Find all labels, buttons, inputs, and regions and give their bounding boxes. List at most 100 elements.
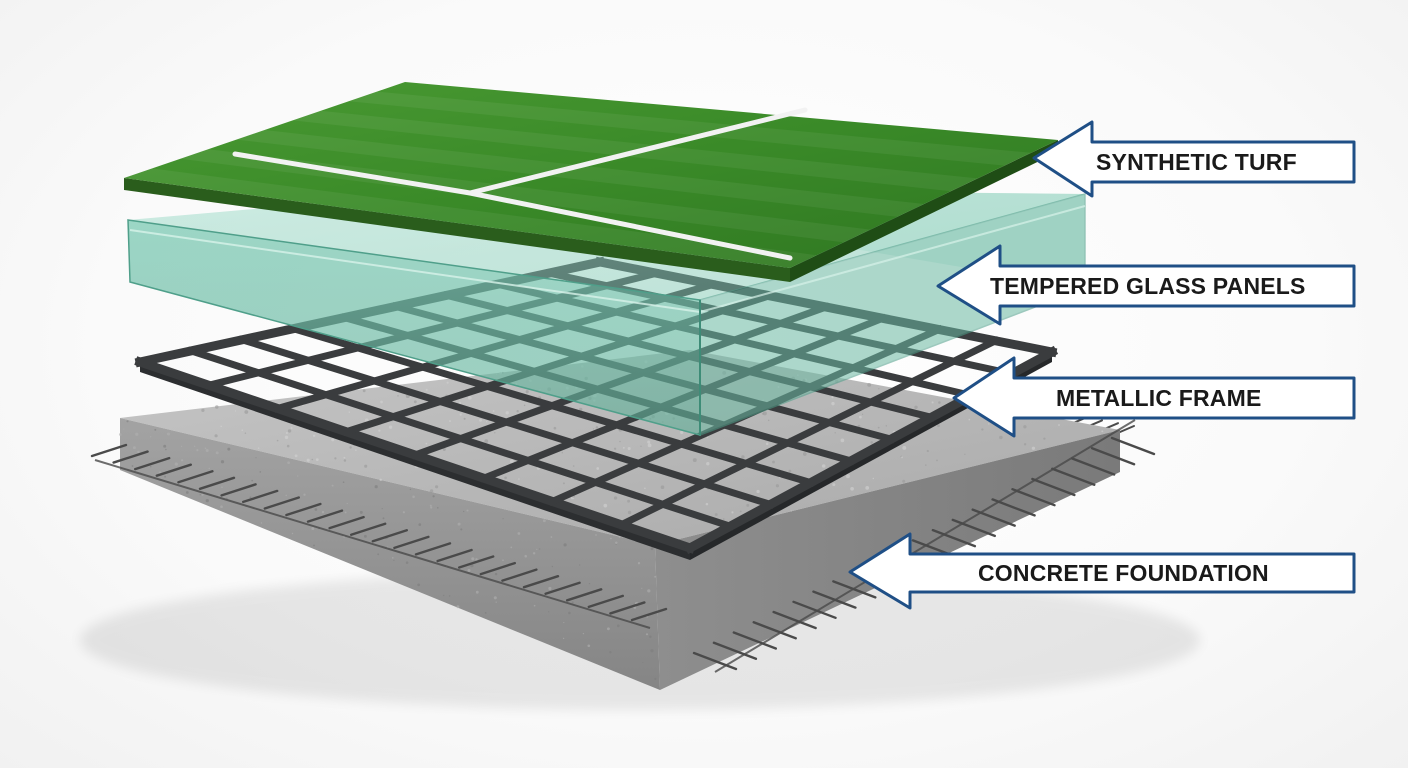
callout-metallic-frame: METALLIC FRAME (952, 356, 1356, 438)
concrete-speckle (150, 436, 152, 438)
turf-stripe (124, 168, 817, 268)
concrete-speckle (865, 486, 870, 490)
concrete-speckle (425, 388, 428, 391)
concrete-speckle (380, 400, 383, 404)
concrete-speckle (429, 489, 434, 493)
concrete-speckle (286, 444, 290, 448)
concrete-speckle (409, 488, 412, 491)
rebar-rod (177, 470, 214, 484)
concrete-speckle (618, 536, 621, 538)
concrete-speckle (391, 557, 394, 559)
concrete-speckle (647, 443, 652, 448)
concrete-speckle (457, 522, 461, 526)
concrete-speckle (988, 423, 990, 425)
concrete-speckle (343, 459, 347, 462)
concrete-speckle (402, 511, 405, 514)
concrete-speckle (180, 445, 183, 448)
callout-arrow-synthetic-turf (1032, 120, 1356, 198)
concrete-speckle (840, 438, 845, 443)
concrete-speckle (613, 496, 618, 500)
concrete-speckle (378, 429, 381, 432)
turf-stripe (348, 91, 1032, 166)
concrete-speckle (405, 561, 409, 564)
concrete-speckle (234, 410, 237, 412)
concrete-speckle (154, 428, 157, 431)
concrete-speckle (484, 439, 489, 443)
concrete-speckle (364, 418, 369, 422)
rebar-rod (951, 518, 996, 538)
concrete-speckle (311, 458, 314, 461)
concrete-speckle (397, 395, 399, 397)
concrete-speckle (968, 418, 971, 421)
rebar-rod (609, 601, 646, 615)
concrete-speckle (524, 554, 527, 558)
concrete-speckle (492, 410, 495, 412)
rebar-rod (155, 463, 193, 477)
concrete-speckle (692, 458, 697, 463)
rebar-rod (371, 529, 408, 543)
concrete-speckle (579, 564, 581, 566)
rebar-rod (414, 542, 452, 556)
label-tempered-glass-panels: TEMPERED GLASS PANELS (990, 273, 1306, 299)
concrete-speckle (746, 503, 750, 507)
concrete-speckle (1031, 446, 1036, 450)
concrete-speckle (346, 502, 348, 505)
concrete-speckle (641, 587, 643, 589)
concrete-speckle (494, 572, 498, 576)
concrete-speckle (201, 493, 204, 496)
concrete-speckle (374, 485, 378, 489)
concrete-speckle (413, 400, 417, 404)
concrete-speckle (902, 445, 907, 450)
concrete-speckle (388, 425, 393, 429)
concrete-speckle (290, 427, 293, 429)
concrete-speckle (287, 461, 290, 465)
concrete-speckle (166, 432, 171, 436)
concrete-speckle (442, 447, 446, 451)
rebar-rod (350, 522, 387, 536)
concrete-speckle (363, 534, 367, 538)
rebar-rod (1119, 425, 1135, 433)
concrete-speckle (831, 401, 835, 406)
concrete-speckle (244, 410, 249, 414)
concrete-speckle (479, 418, 482, 422)
concrete-speckle (877, 426, 880, 429)
concrete-speckle (118, 433, 122, 436)
concrete-speckle (647, 440, 651, 444)
concrete-speckle (680, 430, 684, 435)
concrete-speckle (165, 448, 167, 451)
concrete-speckle (163, 444, 167, 448)
concrete-speckle (297, 475, 299, 477)
concrete-speckle (731, 511, 734, 514)
concrete-speckle (705, 502, 709, 506)
concrete-speckle (449, 420, 451, 423)
concrete-speckle (603, 503, 608, 508)
rebar-rod (712, 641, 758, 660)
concrete-front-face (120, 418, 660, 690)
concrete-speckle (706, 462, 710, 466)
concrete-speckle (348, 411, 351, 413)
concrete-speckle (831, 395, 834, 399)
concrete-speckle (315, 458, 319, 462)
label-metallic-frame: METALLIC FRAME (1056, 385, 1262, 411)
rebar-rod (263, 496, 300, 510)
concrete-speckle (568, 611, 571, 615)
concrete-speckle (311, 527, 315, 531)
rebar-rod (522, 575, 560, 589)
concrete-speckle (772, 460, 775, 464)
callout-arrow-tempered-glass-panels (936, 244, 1356, 326)
concrete-speckle (486, 421, 488, 423)
concrete-speckle (615, 541, 618, 544)
concrete-speckle (931, 401, 934, 404)
concrete-speckle (364, 464, 368, 468)
concrete-speckle (627, 446, 631, 451)
concrete-speckle (344, 511, 347, 514)
concrete-speckle (517, 532, 521, 535)
concrete-speckle (504, 476, 507, 480)
rebar-rod (285, 502, 322, 517)
concrete-speckle (126, 420, 129, 423)
concrete-speckle (220, 425, 223, 428)
concrete-speckle (484, 612, 487, 614)
concrete-speckle (790, 510, 792, 512)
concrete-speckle (331, 438, 335, 442)
